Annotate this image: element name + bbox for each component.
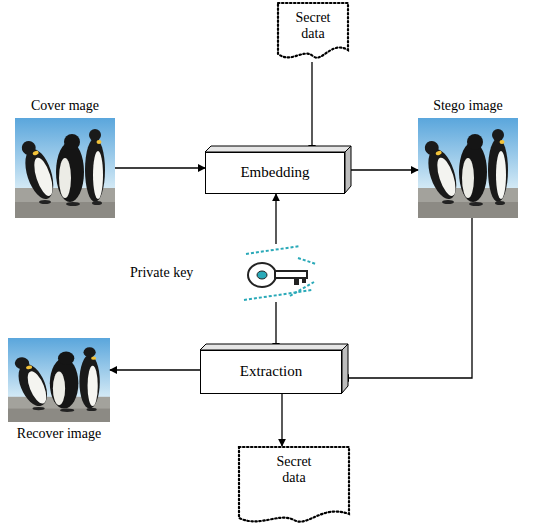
process-box: Embedding [205, 152, 345, 194]
node-label: Secret data [268, 454, 320, 486]
arrow-connector [275, 302, 276, 350]
arrow-connector [342, 218, 472, 378]
arrow-connector [281, 394, 282, 446]
key-node: Private key [130, 244, 320, 302]
arrow-connector [345, 169, 418, 170]
cover-picture [15, 118, 115, 218]
secret-data-shape: Secret data [238, 446, 350, 526]
node-label: Recover image [17, 426, 101, 442]
secret-data-shape: Secret data [277, 2, 349, 62]
arrow-connector [311, 62, 312, 152]
recover-image: Recover image [8, 338, 110, 422]
node-label: Secret data [287, 10, 339, 42]
cover-image: Cover mage [15, 118, 115, 218]
recover-picture [8, 338, 110, 422]
stego-image: Stego image [418, 118, 518, 218]
stego-picture [418, 118, 518, 218]
arrow-connector [115, 167, 205, 168]
arrow-connector [275, 194, 276, 244]
arrow-connector [110, 369, 200, 370]
node-label: Cover mage [31, 98, 99, 114]
node-label: Stego image [433, 98, 503, 114]
key-icon [244, 246, 316, 300]
node-label: Extraction [240, 363, 302, 380]
node-label: Private key [130, 265, 193, 281]
node-label: Embedding [240, 164, 309, 181]
process-box: Extraction [200, 350, 342, 394]
